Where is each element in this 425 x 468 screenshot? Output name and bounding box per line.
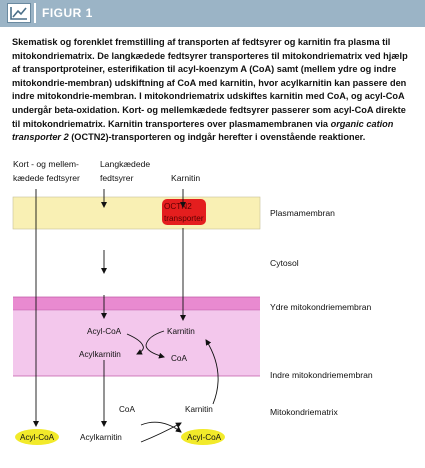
label-mx-coa: CoA — [119, 405, 135, 414]
label-long-chain-line1: Langkædede — [100, 159, 150, 169]
plasma-membrane-band — [12, 196, 261, 230]
octn2-transporter — [162, 199, 206, 225]
chart-logo-icon — [7, 3, 31, 23]
header-separator — [34, 3, 36, 23]
label-matrix: Mitokondriematrix — [270, 407, 339, 417]
exchange-curve-down — [126, 333, 144, 355]
label-mx-acylkarnitin: Acylkarnitin — [80, 433, 122, 442]
exchange-curve-up — [145, 330, 165, 359]
figure-header: FIGUR 1 — [0, 0, 425, 27]
figure-title: FIGUR 1 — [42, 6, 93, 20]
figure-caption: Skematisk og forenklet fremstilling af t… — [12, 36, 416, 145]
octn2-label-line1: OCTN2 — [164, 202, 192, 211]
label-im-acyl-coa: Acyl-CoA — [87, 327, 122, 336]
caption-text-italic: organic cation transporter 2 — [12, 118, 394, 143]
label-plasma-membrane: Plasmamembran — [270, 208, 335, 218]
label-inner-membrane: Indre mitokondriemembran — [270, 370, 373, 380]
label-short-medium-line1: Kort - og mellem- — [13, 159, 79, 169]
intermembrane-space-band — [13, 310, 260, 376]
label-im-karnitin: Karnitin — [167, 327, 195, 336]
exchange-curve-matrix-2 — [140, 422, 182, 443]
acyl-coa-right-highlight — [181, 429, 225, 445]
octn2-label-line2: transporter — [164, 214, 204, 223]
label-mx-karnitin: Karnitin — [185, 405, 213, 414]
label-outer-membrane: Ydre mitokondriemembran — [270, 302, 371, 312]
label-im-coa: CoA — [171, 354, 187, 363]
caption-text-part2: (OCTN2)-transporteren og indgår herefter… — [68, 132, 366, 143]
outer-membrane-band — [13, 297, 260, 310]
label-carnitine-source: Karnitin — [171, 173, 200, 183]
exchange-curve-matrix-1 — [140, 421, 182, 433]
label-long-chain-line2: fedtsyrer — [100, 173, 134, 183]
label-cytosol: Cytosol — [270, 258, 299, 268]
caption-text-part1: Skematisk og forenklet fremstilling af t… — [12, 37, 408, 129]
arrow-carnitine-return — [205, 339, 219, 405]
label-im-acylkarnitin: Acylkarnitin — [79, 350, 121, 359]
label-short-medium-line2: kædede fedtsyrer — [13, 173, 80, 183]
label-mx-acyl-coa-left: Acyl-CoA — [20, 433, 55, 442]
label-mx-acyl-coa-right: Acyl-CoA — [187, 433, 222, 442]
acyl-coa-left-highlight — [15, 429, 59, 445]
